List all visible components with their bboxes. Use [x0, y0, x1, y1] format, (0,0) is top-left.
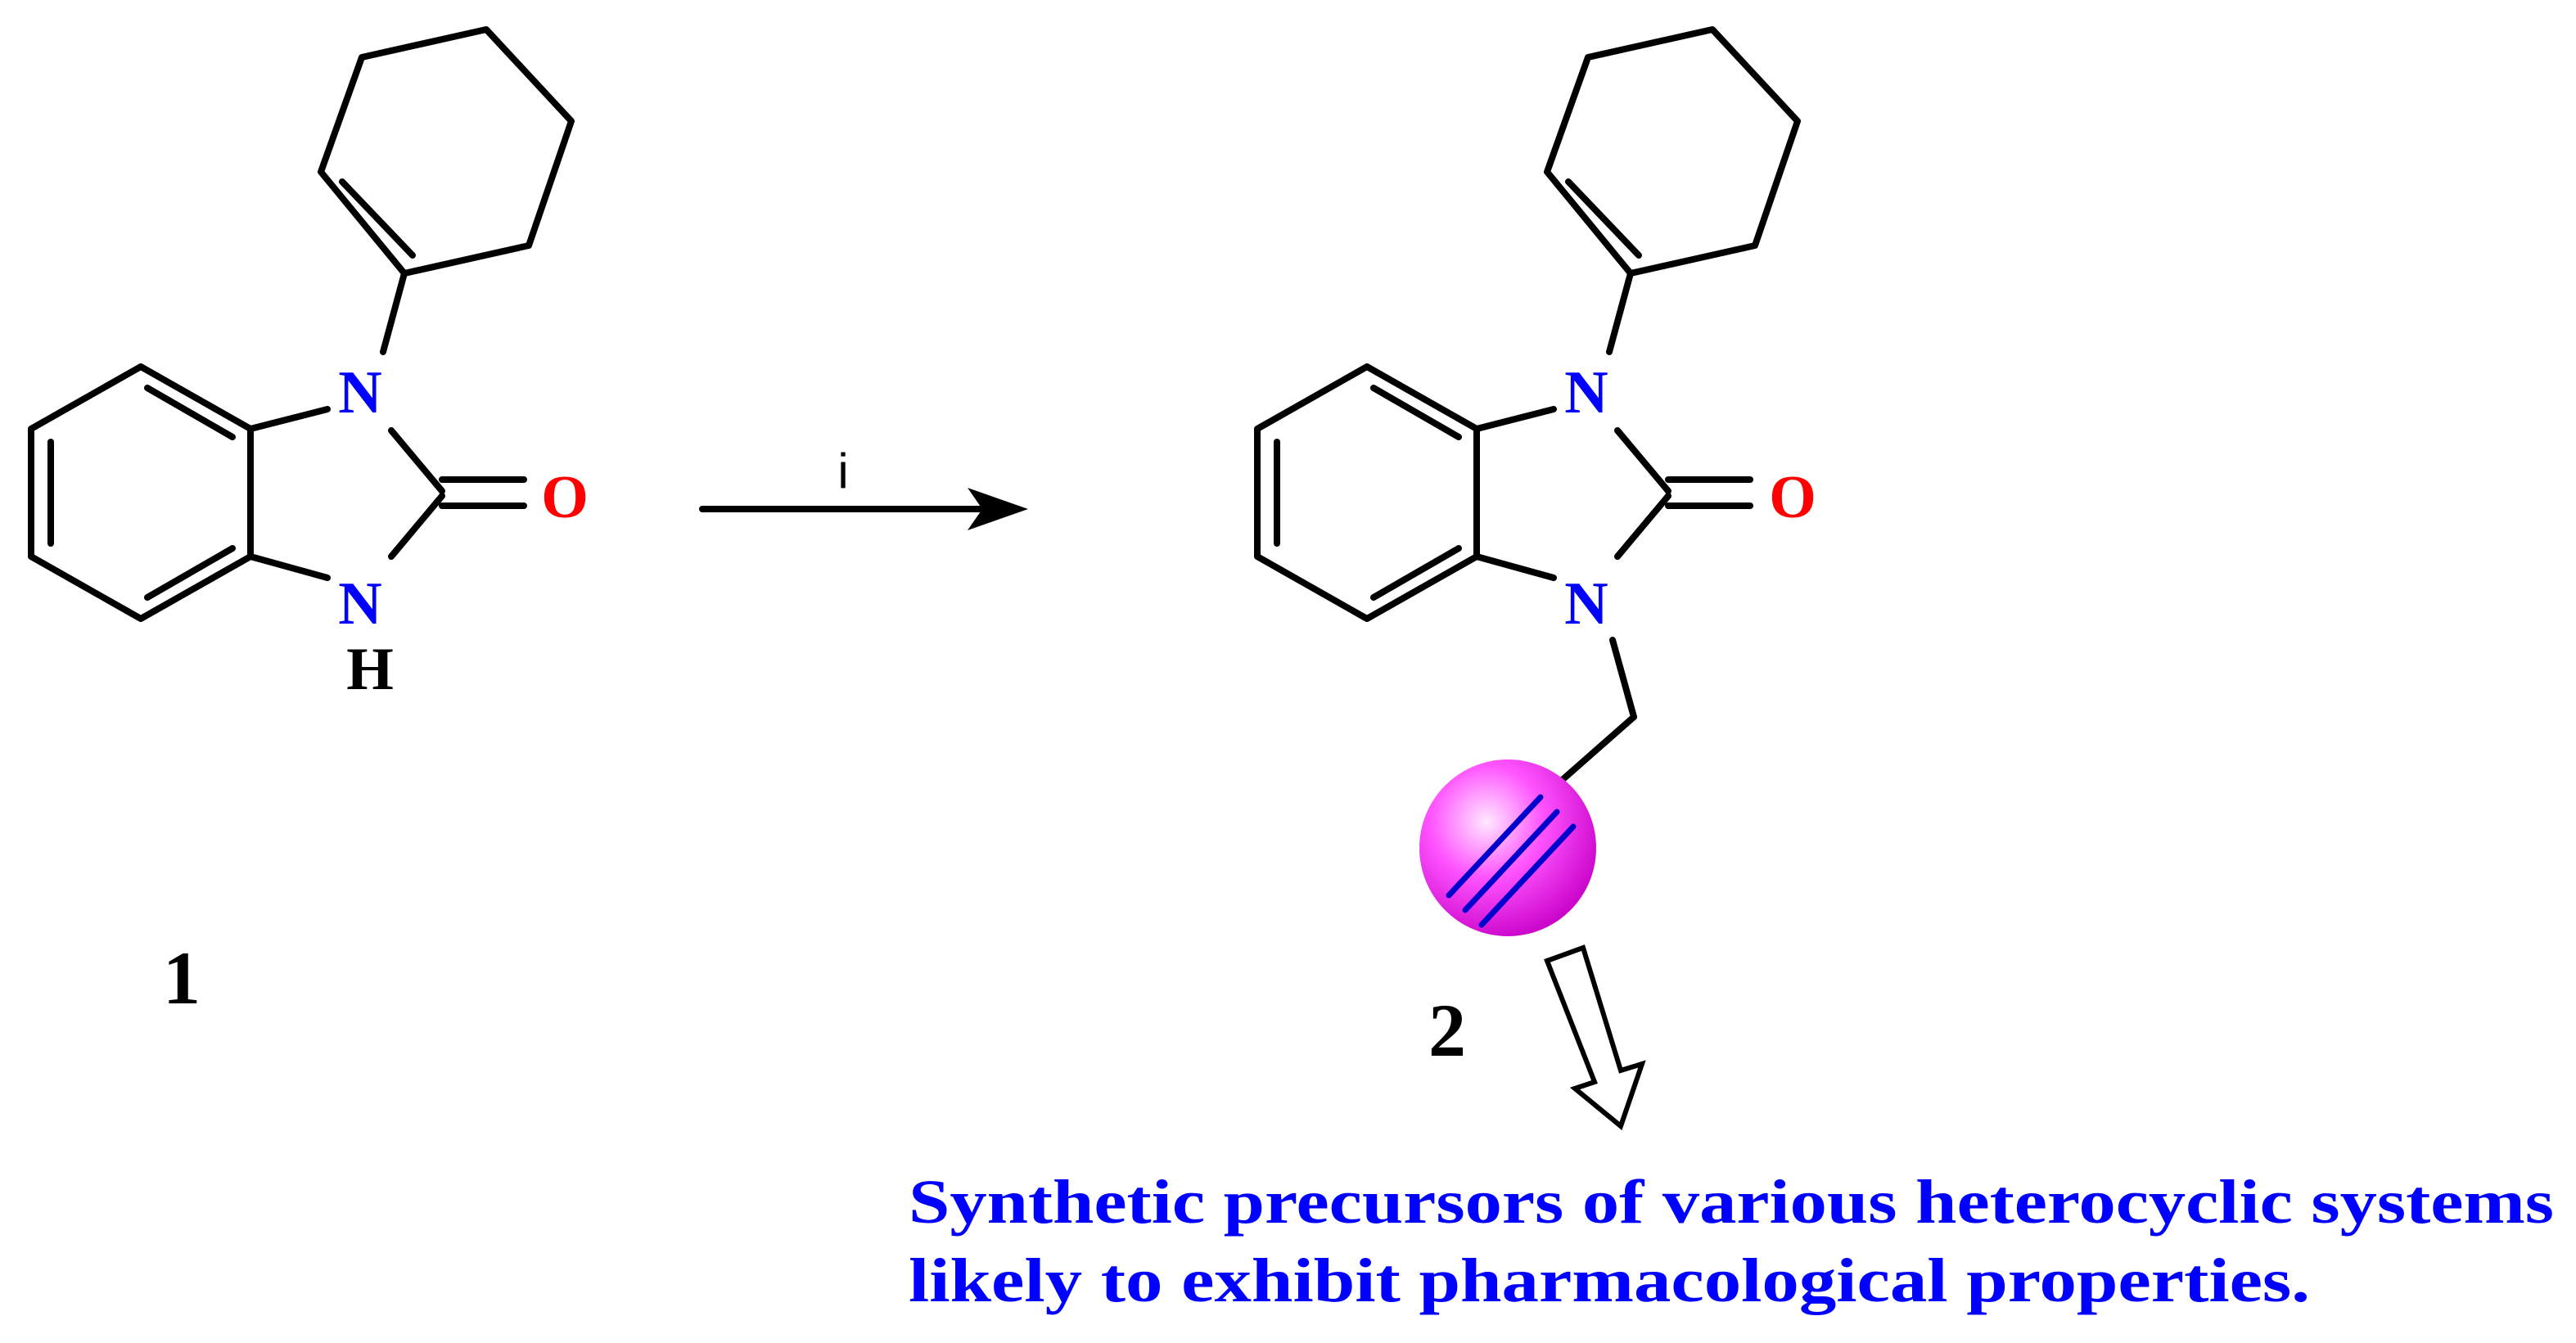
bond-n-c2b-top [1614, 427, 1671, 494]
aromatic-inner-1a [144, 385, 236, 440]
triple-bond-line-b [1462, 809, 1560, 913]
reaction-arrow [699, 488, 1028, 530]
bond-c-n2-bottom [1473, 553, 1557, 581]
benzene-ring-1 [28, 363, 254, 622]
atom-n-bottom-2: N [1564, 570, 1608, 638]
bond-n-cyclohexenyl-2 [1606, 270, 1634, 355]
compound-1-structure: N N H O [28, 26, 589, 703]
bond-n-c2b-bottom [1614, 493, 1671, 560]
benzene-ring-2 [1254, 363, 1480, 622]
bond-n-c2-bottom [388, 493, 445, 560]
bond-c-n1-top [247, 406, 331, 432]
atom-n-top-1: N [338, 359, 381, 426]
alkyne-highlight-sphere [1419, 759, 1596, 936]
atom-o-1: O [541, 464, 589, 531]
aromatic-inner-2a [1370, 385, 1462, 440]
aromatic-inner-1b [144, 545, 236, 601]
cyclohexene-double-1 [339, 178, 416, 259]
atom-h-1: H [346, 636, 394, 703]
bond-ch2-alkyne [1549, 714, 1637, 792]
bond-c-n2-top [1473, 406, 1557, 432]
cyclohexene-double-2 [1565, 178, 1642, 259]
arrow-head [968, 488, 1028, 530]
atom-n-bottom-1: N [338, 570, 381, 638]
compound-2-label: 2 [1428, 989, 1466, 1072]
atom-o-2: O [1769, 464, 1816, 531]
compound-2-structure: N N O [1254, 26, 1816, 936]
reagent-label: i [837, 444, 848, 498]
compound-1-label: 1 [163, 936, 201, 1020]
bond-n-ch2 [1609, 637, 1637, 720]
bond-c-n1-bottom [247, 553, 331, 581]
cyclohexene-ring-1 [318, 26, 575, 277]
aromatic-inner-2b [1370, 545, 1462, 601]
bond-n-c2-top [388, 427, 445, 494]
note-line-1: Synthetic precursors of various heterocy… [909, 1168, 2554, 1237]
atom-n-top-2: N [1564, 359, 1608, 426]
cyclohexene-ring-2 [1544, 26, 1801, 277]
triple-bond-line-a [1446, 794, 1544, 899]
open-down-arrow-icon [1544, 944, 1646, 1131]
triple-bond-line-c [1478, 823, 1577, 928]
bond-n-cyclohexenyl-1 [380, 270, 408, 355]
note-line-2: likely to exhibit pharmacological proper… [909, 1246, 2310, 1315]
